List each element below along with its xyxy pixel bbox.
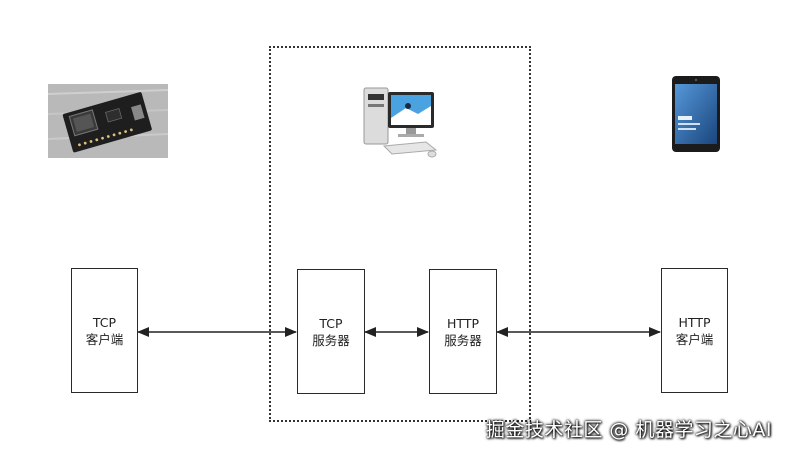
http-client-protocol: HTTP <box>678 314 711 330</box>
tcp-client-role: 客户端 <box>85 331 124 347</box>
watermark-text: 掘金技术社区 @ 机器学习之心AI <box>485 419 772 441</box>
http-server-protocol: HTTP <box>447 315 479 331</box>
tcp-server-role: 服务器 <box>312 332 350 348</box>
server-group-boundary <box>269 46 531 422</box>
http-server-role: 服务器 <box>444 332 482 348</box>
http-client-node: HTTP 客户端 <box>661 268 728 393</box>
tcp-client-node: TCP 客户端 <box>71 268 138 393</box>
http-client-role: 客户端 <box>675 331 714 347</box>
tcp-server-node: TCP 服务器 <box>297 269 365 394</box>
smartphone-image <box>672 76 720 152</box>
dev-board-image <box>47 84 169 158</box>
tcp-client-protocol: TCP <box>92 314 117 330</box>
http-server-node: HTTP 服务器 <box>429 269 497 394</box>
tcp-server-protocol: TCP <box>319 315 343 331</box>
desktop-computer-image <box>362 84 440 160</box>
